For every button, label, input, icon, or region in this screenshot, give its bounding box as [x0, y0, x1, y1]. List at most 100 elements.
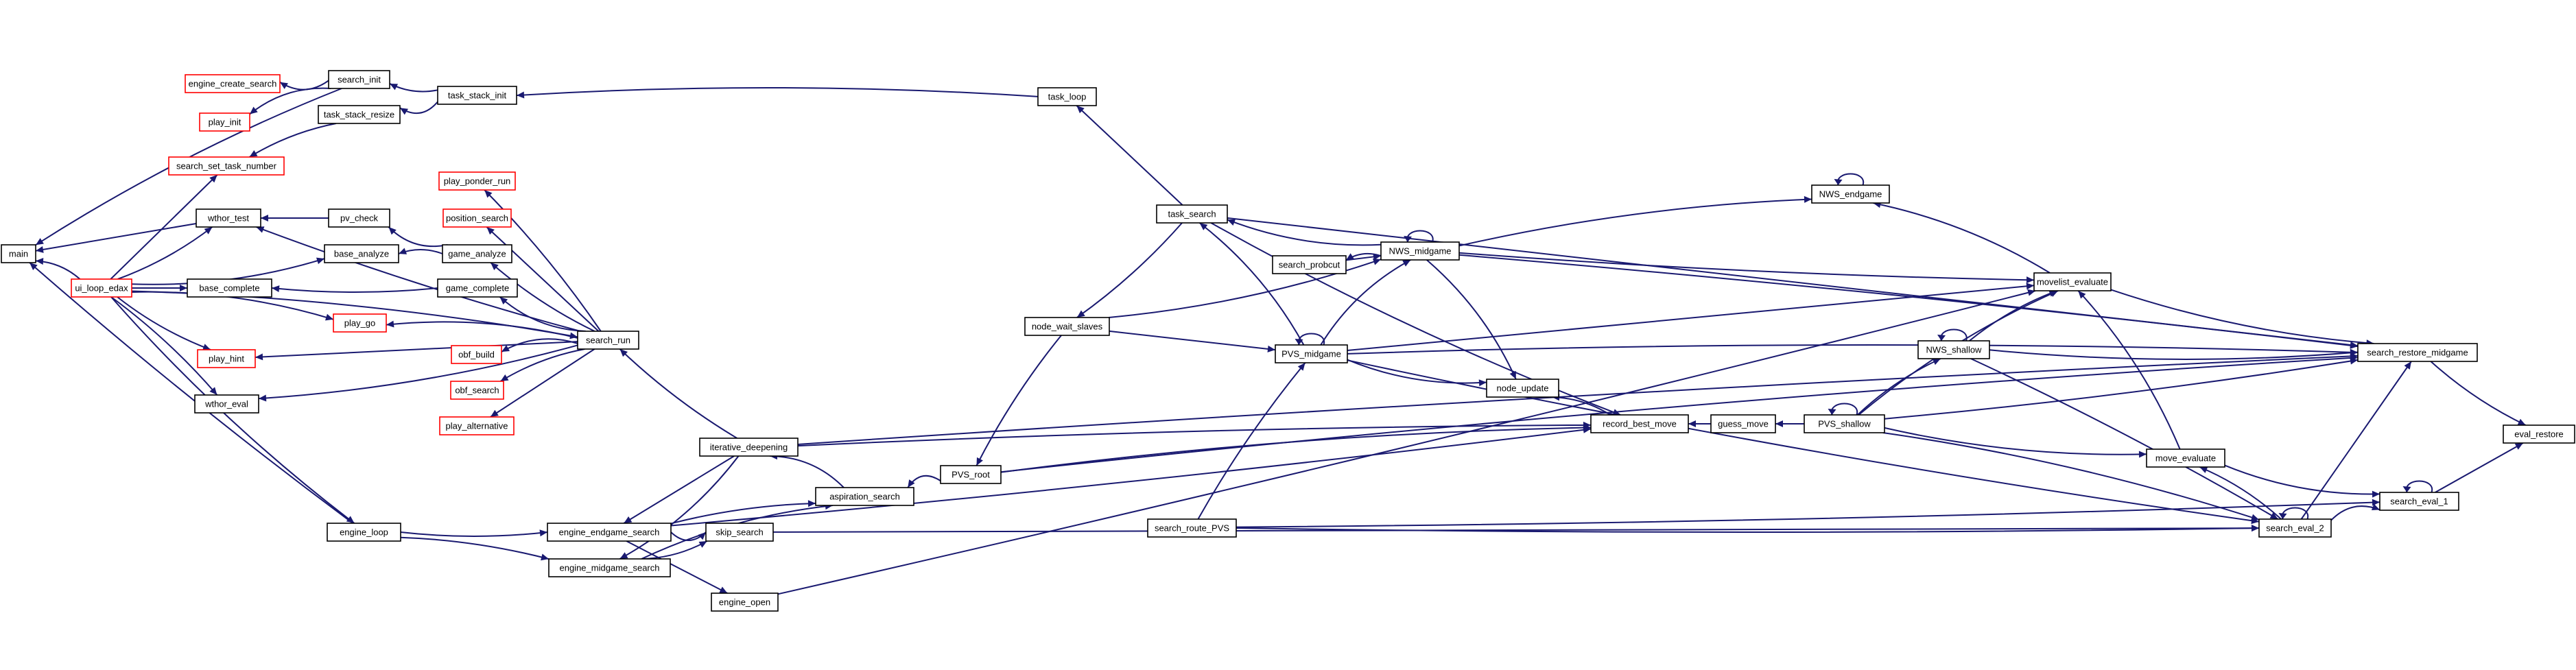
node-NWS_midgame[interactable]: NWS_midgame: [1380, 241, 1460, 261]
node-engine_create_search[interactable]: engine_create_search: [185, 74, 281, 93]
node-aspiration_search[interactable]: aspiration_search: [815, 487, 914, 506]
node-box: [1486, 379, 1559, 398]
edge-game_analyze-to-search_run: [490, 262, 595, 332]
node-label: engine_midgame_search: [560, 562, 660, 573]
node-box: [185, 74, 281, 93]
node-play_ponder_run[interactable]: play_ponder_run: [438, 171, 516, 191]
node-search_run[interactable]: search_run: [577, 331, 639, 350]
edge-search_eval_1-to-search_eval_2: [2330, 503, 2380, 521]
node-node_wait_slaves[interactable]: node_wait_slaves: [1024, 317, 1110, 336]
node-base_analyze[interactable]: base_analyze: [324, 244, 399, 263]
node-task_loop[interactable]: task_loop: [1037, 87, 1097, 106]
node-label: movelist_evaluate: [2037, 276, 2108, 287]
edge-task_stack_init-to-task_loop: [516, 87, 1039, 99]
node-play_alternative[interactable]: play_alternative: [439, 416, 515, 435]
edge-NWS_shallow-to-PVS_shallow: [1857, 358, 1941, 416]
edge-engine_loop-to-ui_loop_edax: [110, 296, 355, 524]
node-engine_loop[interactable]: engine_loop: [327, 523, 401, 542]
node-ui_loop_edax[interactable]: ui_loop_edax: [71, 278, 132, 298]
node-box: [2357, 343, 2478, 362]
node-wthor_eval[interactable]: wthor_eval: [194, 394, 259, 414]
node-label: pv_check: [340, 213, 378, 223]
node-label: ui_loop_edax: [75, 283, 128, 293]
node-search_route_PVS[interactable]: search_route_PVS: [1147, 518, 1237, 538]
edge-task_search-to-PVS_midgame: [1198, 222, 1305, 346]
node-label: PVS_root: [952, 469, 990, 479]
edge-search_eval_1-to-search_eval_1: [2402, 480, 2433, 493]
node-obf_build[interactable]: obf_build: [451, 345, 502, 364]
node-iterative_deepening[interactable]: iterative_deepening: [699, 438, 799, 457]
node-play_hint[interactable]: play_hint: [197, 349, 256, 368]
node-search_probcut[interactable]: search_probcut: [1272, 255, 1347, 274]
node-PVS_midgame[interactable]: PVS_midgame: [1275, 344, 1348, 363]
node-box: [711, 593, 779, 612]
nodes-layer: main ui_loop_edax engine_create_searchplay…: [1, 70, 2575, 612]
node-NWS_endgame[interactable]: NWS_endgame: [1811, 184, 1890, 204]
edge-base_complete-to-ui_loop_edax: [131, 285, 187, 291]
edge-wthor_eval-to-ui_loop_edax: [110, 296, 218, 396]
node-engine_endgame_search[interactable]: engine_endgame_search: [547, 523, 672, 542]
node-label: main: [9, 248, 28, 259]
node-box: [318, 105, 401, 124]
edge-search_restore_midgame-to-task_search: [1227, 217, 2359, 348]
edge-wthor_test-to-pv_check: [261, 215, 329, 222]
node-box: [71, 278, 132, 298]
edge-search_set_task_number-to-ui_loop_edax: [110, 174, 218, 280]
node-PVS_shallow[interactable]: PVS_shallow: [1804, 414, 1885, 433]
node-box: [439, 416, 515, 435]
node-search_set_task_number[interactable]: search_set_task_number: [168, 156, 285, 176]
node-task_search[interactable]: task_search: [1156, 204, 1228, 224]
node-search_init[interactable]: search_init: [328, 70, 390, 89]
node-position_search[interactable]: position_search: [442, 208, 512, 228]
node-box: [2146, 448, 2225, 468]
node-engine_midgame_search[interactable]: engine_midgame_search: [548, 558, 671, 577]
node-search_eval_1[interactable]: search_eval_1: [2379, 492, 2459, 511]
node-box: [442, 244, 512, 263]
edge-game_complete-to-search_run: [499, 296, 586, 332]
node-node_update[interactable]: node_update: [1486, 379, 1559, 398]
node-movelist_evaluate[interactable]: movelist_evaluate: [2033, 272, 2112, 291]
edge-obf_build-to-search_run: [501, 338, 578, 352]
node-obf_search[interactable]: obf_search: [450, 381, 504, 400]
edge-move_evaluate-to-search_eval_2: [2199, 466, 2282, 520]
node-guess_move[interactable]: guess_move: [1710, 414, 1776, 433]
node-play_init[interactable]: play_init: [199, 112, 250, 132]
node-pv_check[interactable]: pv_check: [328, 208, 390, 228]
edge-movelist_evaluate-to-NWS_midgame: [1458, 252, 2035, 284]
edge-engine_midgame_search-to-engine_loop: [400, 536, 550, 561]
node-base_complete[interactable]: base_complete: [187, 278, 272, 298]
node-label: search_eval_2: [2266, 523, 2324, 533]
node-engine_open[interactable]: engine_open: [711, 593, 779, 612]
node-box: [2503, 424, 2575, 444]
node-box: [451, 345, 502, 364]
node-search_restore_midgame[interactable]: search_restore_midgame: [2357, 343, 2478, 362]
node-game_analyze[interactable]: game_analyze: [442, 244, 512, 263]
node-box: [1275, 344, 1348, 363]
node-main[interactable]: main: [1, 244, 36, 263]
node-play_go[interactable]: play_go: [333, 313, 387, 333]
node-PVS_root[interactable]: PVS_root: [940, 465, 1002, 484]
edge-search_run-to-iterative_deepening: [619, 348, 737, 439]
node-label: play_init: [209, 117, 241, 127]
node-box: [196, 208, 261, 228]
node-task_stack_init[interactable]: task_stack_init: [437, 86, 517, 105]
edge-movelist_evaluate-to-move_evaluate: [2077, 290, 2181, 450]
node-skip_search[interactable]: skip_search: [705, 523, 774, 542]
node-box: [328, 208, 390, 228]
node-label: game_complete: [446, 283, 510, 293]
node-search_eval_2[interactable]: search_eval_2: [2258, 518, 2332, 538]
node-box: [197, 349, 256, 368]
node-move_evaluate[interactable]: move_evaluate: [2146, 448, 2225, 468]
node-game_complete[interactable]: game_complete: [437, 278, 518, 298]
edge-search_restore_midgame-to-search_eval_2: [2300, 361, 2412, 520]
node-record_best_move[interactable]: record_best_move: [1590, 414, 1689, 433]
node-NWS_shallow[interactable]: NWS_shallow: [1917, 340, 1990, 359]
node-wthor_test[interactable]: wthor_test: [196, 208, 261, 228]
node-task_stack_resize[interactable]: task_stack_resize: [318, 105, 401, 124]
node-eval_restore[interactable]: eval_restore: [2503, 424, 2575, 444]
edge-record_best_move-to-PVS_root: [1000, 424, 1592, 473]
node-box: [442, 208, 512, 228]
node-label: task_stack_resize: [324, 109, 394, 119]
edge-task_stack_resize-to-task_stack_init: [399, 101, 438, 115]
node-label: PVS_midgame: [1281, 348, 1341, 359]
